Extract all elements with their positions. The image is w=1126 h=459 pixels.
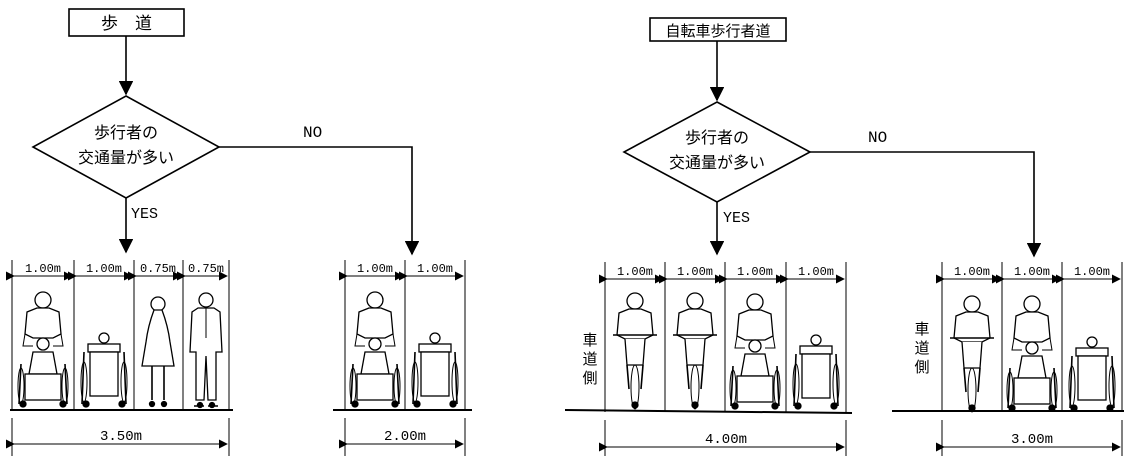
right-decision-line2: 交通量が多い xyxy=(669,153,765,172)
woman-figure xyxy=(141,296,175,408)
left-title-box xyxy=(68,8,185,37)
left-decision-line1: 歩行者の xyxy=(94,123,158,142)
right-title-box xyxy=(649,17,787,42)
right-yes-total: 4.00m xyxy=(705,432,747,448)
left-no-width-1: 1.00m xyxy=(357,262,393,276)
left-no-width-2: 1.00m xyxy=(417,262,453,276)
right-no-total: 3.00m xyxy=(1011,432,1053,448)
left-yes-label: YES xyxy=(131,206,158,223)
wheelchair-figure xyxy=(1068,336,1116,412)
right-yes-width-4: 1.00m xyxy=(798,265,834,279)
left-no-panel: 1.00m 1.00m 2.00m xyxy=(333,260,472,456)
wheelchair-figure xyxy=(411,332,459,408)
right-no-label: NO xyxy=(868,129,887,147)
left-yes-panel: 1.00m 1.00m 0.75m 0.75m 3.50m xyxy=(5,260,233,456)
pusher-wheelchair-figure xyxy=(17,291,69,408)
right-yes-label: YES xyxy=(723,210,750,227)
right-decision-line1: 歩行者の xyxy=(685,128,749,147)
left-decision-diamond xyxy=(31,95,221,199)
left-decision-line2: 交通量が多い xyxy=(78,148,174,167)
right-no-width-2: 1.00m xyxy=(1014,265,1050,279)
bicycle-rider-figure xyxy=(672,292,718,410)
left-yes-width-2: 1.00m xyxy=(86,262,122,276)
right-no-panel: 1.00m 1.00m 1.00m 車 道 側 3.00m xyxy=(892,262,1124,456)
left-yes-width-4: 0.75m xyxy=(188,262,224,276)
right-title: 自転車歩行者道 xyxy=(665,22,770,40)
right-yes-width-3: 1.00m xyxy=(737,265,773,279)
pusher-wheelchair-figure xyxy=(729,293,781,410)
pusher-wheelchair-figure xyxy=(349,291,401,408)
right-yes-width-2: 1.00m xyxy=(677,265,713,279)
left-no-arrow xyxy=(219,146,420,256)
right-no-roadside-label-3: 側 xyxy=(914,358,929,376)
right-yes-panel: 1.00m 1.00m 1.00m 1.00m 車 道 側 4.00m xyxy=(564,262,853,456)
right-roadside-label-1: 車 xyxy=(582,331,597,349)
right-roadside-label-2: 道 xyxy=(582,350,597,368)
wheelchair-figure xyxy=(80,332,128,408)
left-yes-total: 3.50m xyxy=(100,429,142,445)
left-yes-width-1: 1.00m xyxy=(25,262,61,276)
bicycle-rider-figure xyxy=(949,295,995,413)
bicycle-rider-figure xyxy=(612,292,658,410)
right-flowchart: 自転車歩行者道 歩行者の 交通量が多い YES NO 1.00m 1.00m 1… xyxy=(564,17,1124,456)
left-yes-width-3: 0.75m xyxy=(140,262,176,276)
right-no-arrow xyxy=(810,151,1042,258)
wheelchair-figure xyxy=(792,334,840,410)
left-no-total: 2.00m xyxy=(384,429,426,445)
right-no-roadside-label-1: 車 xyxy=(914,320,929,338)
right-decision-diamond xyxy=(622,101,812,203)
man-figure xyxy=(189,292,223,409)
right-no-roadside-label-2: 道 xyxy=(914,339,929,357)
left-no-label: NO xyxy=(303,124,322,142)
pusher-wheelchair-figure xyxy=(1006,295,1058,412)
right-roadside-label-3: 側 xyxy=(582,369,597,387)
left-title: 歩 道 xyxy=(101,14,152,34)
left-flowchart: 歩 道 歩行者の 交通量が多い YES NO 1.00m 1.00m 0.75m… xyxy=(5,8,472,456)
right-yes-ground xyxy=(564,409,853,414)
right-no-width-1: 1.00m xyxy=(954,265,990,279)
right-yes-width-1: 1.00m xyxy=(617,265,653,279)
right-no-width-3: 1.00m xyxy=(1074,265,1110,279)
